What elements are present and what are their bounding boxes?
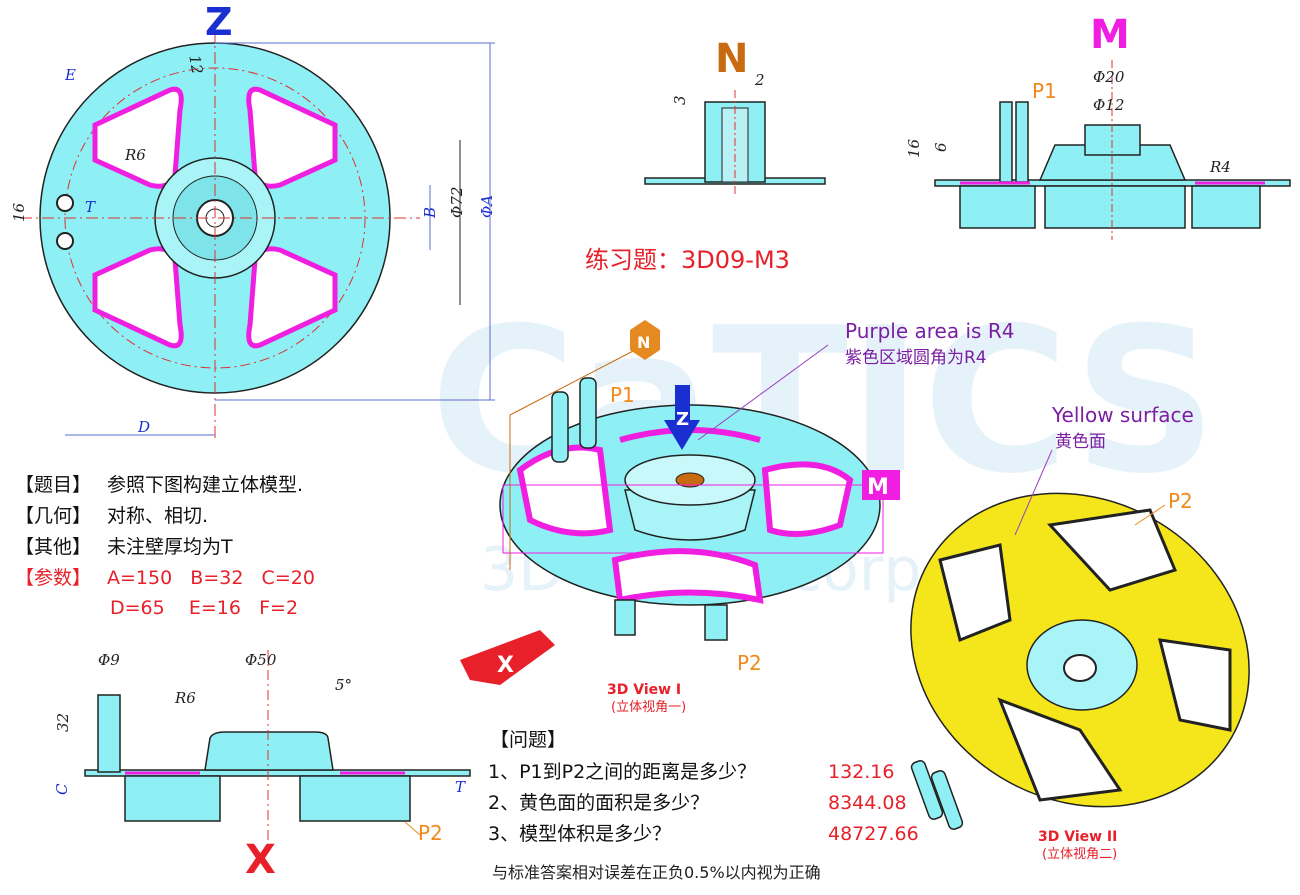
spec-label: 【题目】 (15, 474, 91, 496)
m-view-label: M (1090, 12, 1130, 58)
n-badge: N (637, 333, 650, 352)
view1-title: 3D View I (607, 682, 681, 698)
x-view-label: X (245, 837, 276, 883)
purple-area-label-cn: 紫色区域圆角为R4 (845, 348, 987, 368)
spec-block: 【题目】 参照下图构建立体模型. 【几何】 对称、相切. 【其他】 未注壁厚均为… (15, 474, 315, 619)
dim-c: C (53, 783, 71, 795)
3d-view-1 (460, 320, 900, 685)
dim-t: T (85, 198, 96, 216)
questions-block: 【问题】 1、P1到P2之间的距离是多少？ 132.16 2、黄色面的面积是多少… (488, 729, 919, 882)
dim-phi72: Φ72 (448, 187, 466, 218)
spec-label: 【其他】 (15, 536, 91, 558)
z-top-view (20, 30, 495, 440)
spec-text: 参照下图构建立体模型. (107, 474, 303, 496)
p2-label: P2 (737, 651, 762, 675)
dim-phi50: Φ50 (245, 651, 277, 669)
question-3: 3、模型体积是多少？ (488, 823, 671, 845)
n-section-view (644, 90, 826, 195)
dim-n-2: 2 (754, 71, 765, 89)
view2-subtitle: (立体视角二) (1042, 847, 1117, 862)
dim-phi9: Φ9 (98, 651, 120, 669)
yellow-surface-label-cn: 黄色面 (1055, 432, 1106, 452)
dim-x-r6: R6 (174, 689, 196, 707)
answer-2: 8344.08 (828, 792, 907, 814)
param-label: 【参数】 (15, 567, 91, 589)
z-view-label: Z (205, 0, 233, 44)
spec-text: 未注壁厚均为T (107, 536, 233, 558)
tolerance-note: 与标准答案相对误差在正负0.5%以内视为正确 (492, 863, 821, 882)
spec-text: 对称、相切. (107, 505, 208, 527)
p1-label: P1 (610, 383, 635, 407)
dim-32: 32 (54, 713, 72, 732)
n-view-label: N (715, 36, 748, 82)
answer-1: 132.16 (828, 761, 894, 783)
purple-area-label-en: Purple area is R4 (845, 319, 1014, 343)
dim-5deg: 5° (335, 676, 352, 694)
m-p1-label: P1 (1032, 79, 1057, 103)
p2-label-view2: P2 (1168, 489, 1193, 513)
x-badge: X (497, 653, 514, 678)
dim-r6: R6 (124, 146, 146, 164)
dim-16: 16 (10, 202, 28, 222)
dim-n-3: 3 (671, 95, 689, 105)
yellow-surface-label-en: Yellow surface (1051, 403, 1194, 427)
dim-phi20: Φ20 (1093, 68, 1125, 86)
params-line-1: A=150 B=32 C=20 (107, 567, 315, 589)
m-section-view (934, 60, 1291, 240)
dim-x-t: T (455, 778, 466, 796)
questions-header: 【问题】 (490, 729, 566, 751)
m-badge: M (867, 475, 889, 500)
spec-label: 【几何】 (15, 505, 91, 527)
dim-e: E (64, 66, 76, 84)
dim-b: B (421, 207, 439, 219)
dim-phia: ΦA (478, 195, 496, 218)
question-1: 1、P1到P2之间的距离是多少？ (488, 761, 756, 783)
view1-subtitle: (立体视角一) (611, 700, 686, 715)
dim-d: D (137, 418, 150, 436)
view2-title: 3D View II (1038, 829, 1117, 845)
x-p2-label: P2 (418, 821, 443, 845)
exercise-title: 练习题：3D09-M3 (585, 246, 790, 274)
dim-m-6: 6 (932, 142, 950, 152)
answer-3: 48727.66 (828, 823, 919, 845)
question-2: 2、黄色面的面积是多少？ (488, 792, 709, 814)
dim-phi12: Φ12 (1093, 96, 1124, 114)
z-badge: Z (676, 409, 689, 430)
dim-m-16: 16 (905, 138, 923, 158)
dim-r4: R4 (1209, 158, 1231, 176)
params-line-2: D=65 E=16 F=2 (110, 597, 298, 619)
x-front-view (84, 650, 471, 840)
dim-12: 12 (185, 54, 206, 76)
3d-view-2 (910, 449, 1250, 830)
